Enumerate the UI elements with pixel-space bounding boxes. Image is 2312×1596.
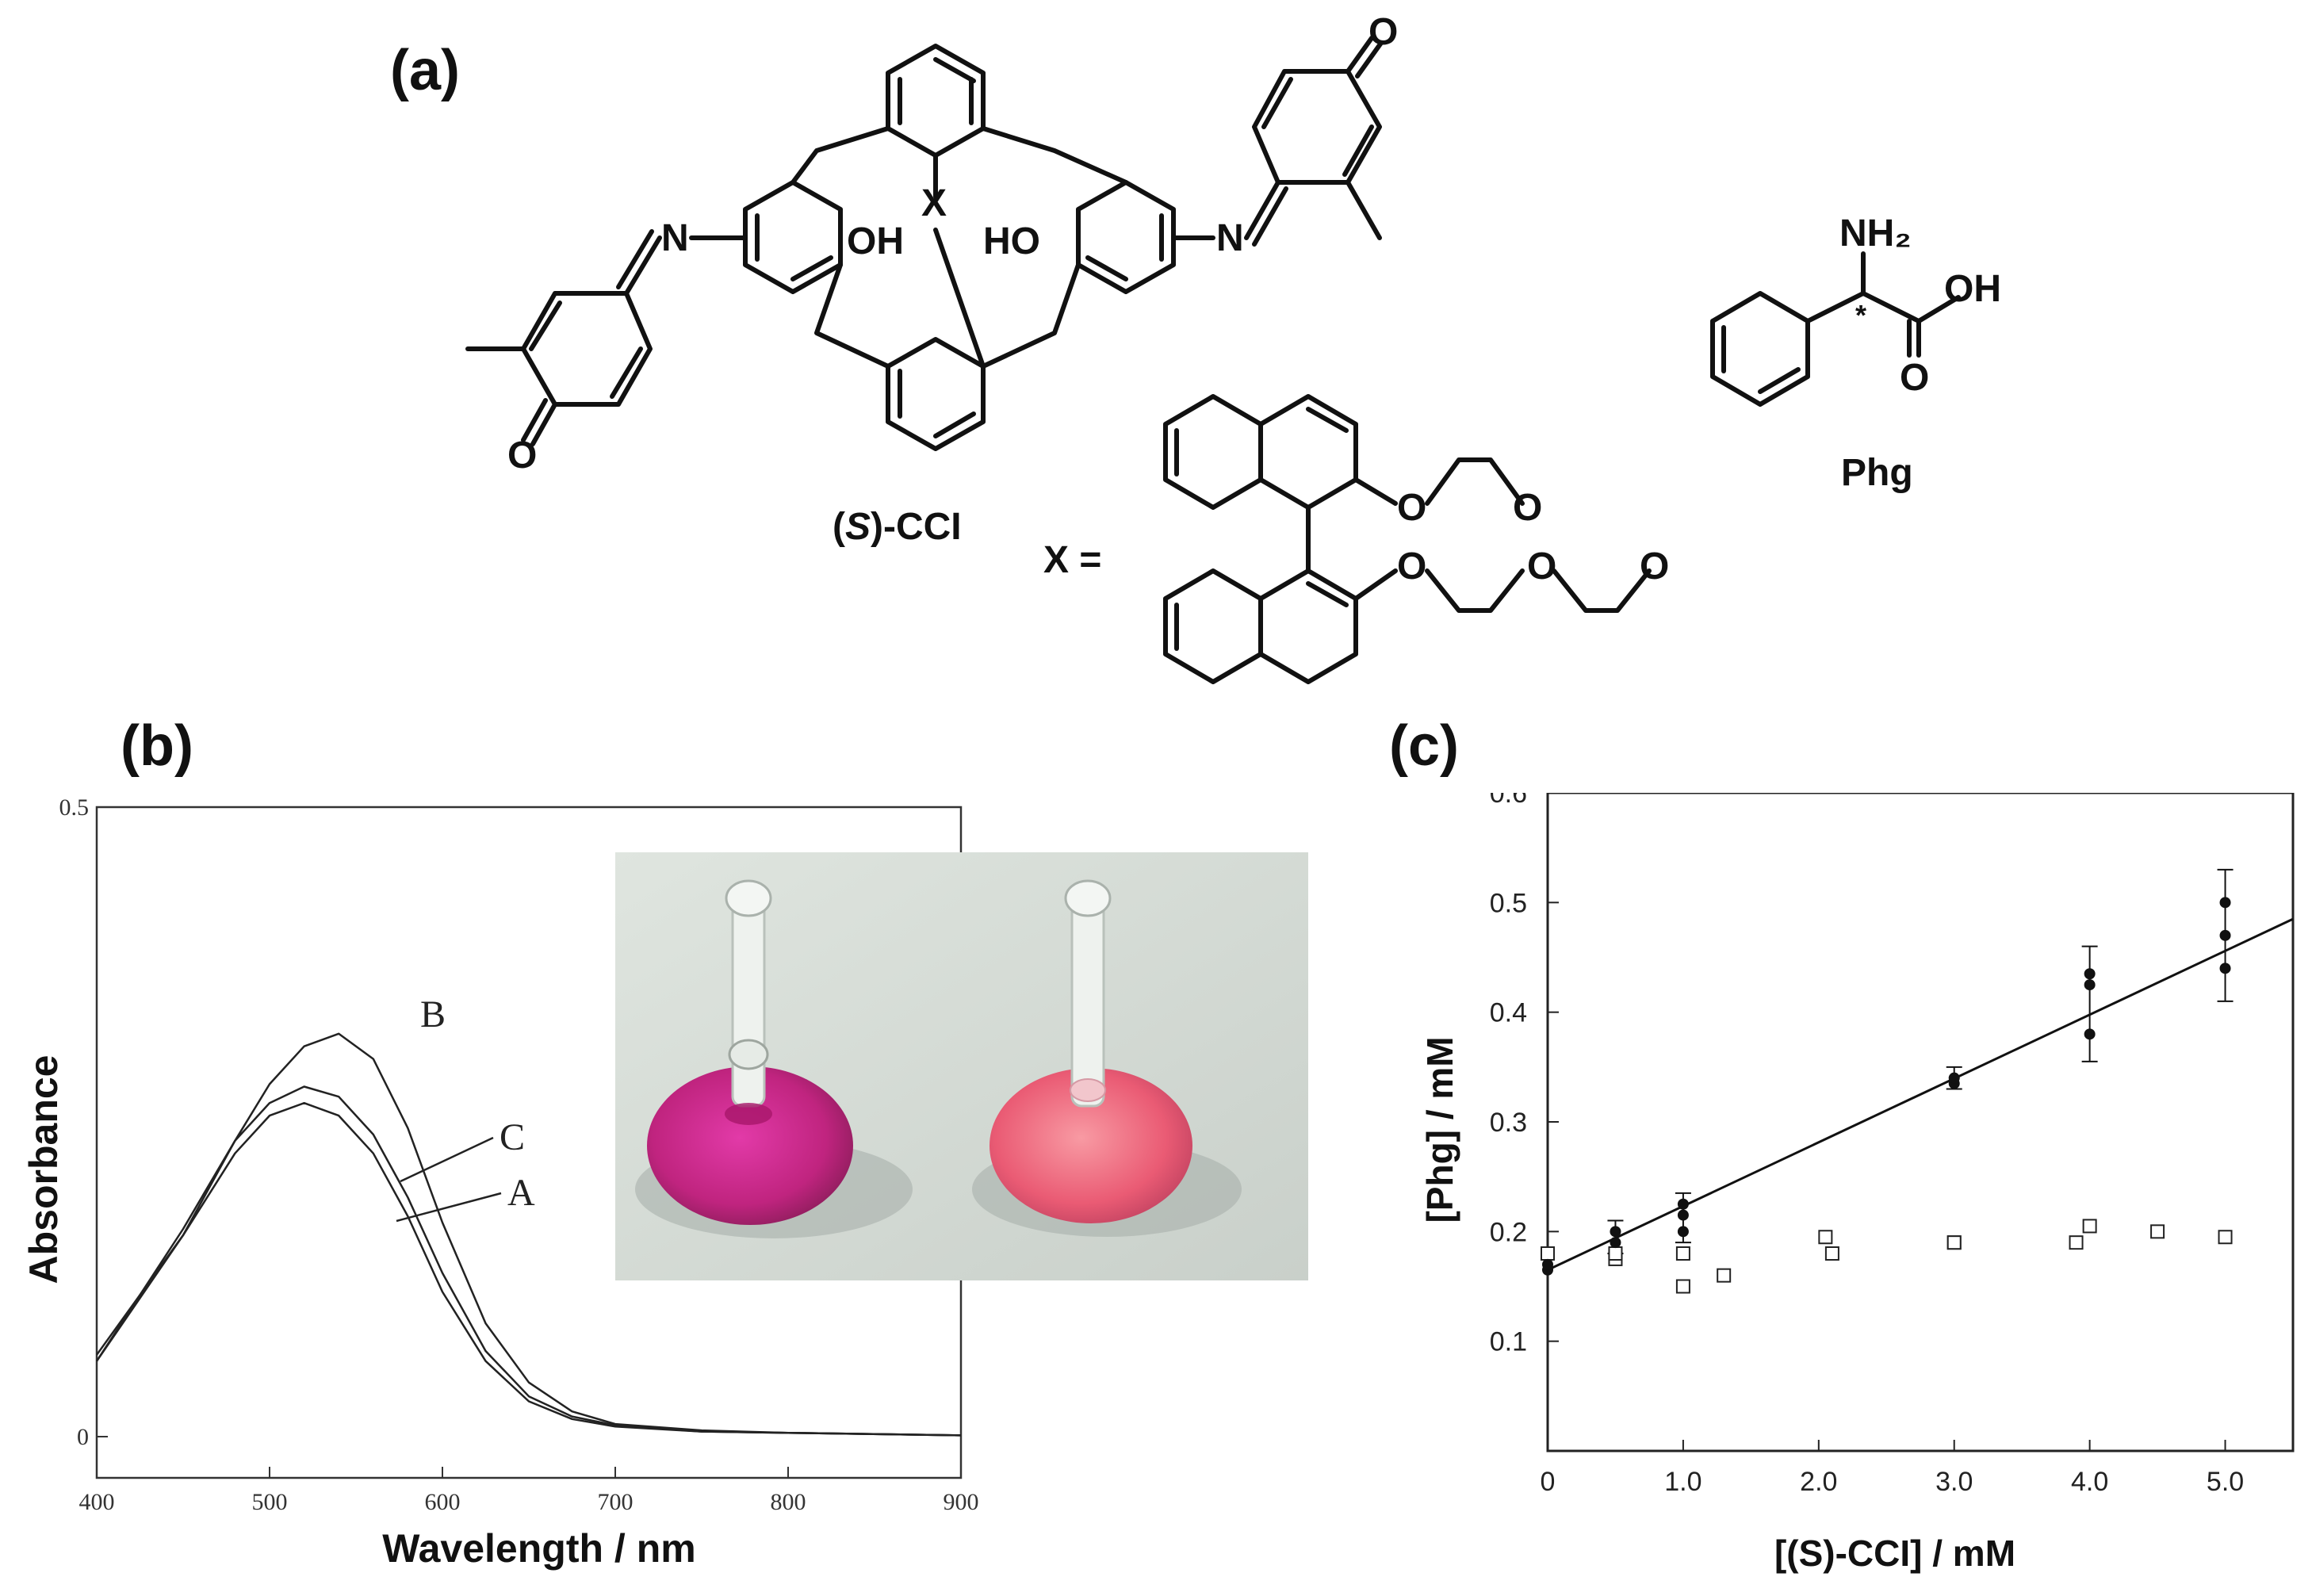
data-point-filled bbox=[1610, 1226, 1621, 1238]
absorbance-y-axis-label: Absorbance bbox=[21, 1055, 66, 1284]
y-tick-label: 0.2 bbox=[1490, 1217, 1527, 1247]
cci-name: CCI bbox=[896, 506, 962, 548]
y-tick-label: 0.5 bbox=[1490, 888, 1527, 918]
right-phenol-ring bbox=[1076, 180, 1176, 294]
binaphthyl-lower-ring-b bbox=[1258, 568, 1358, 684]
data-point-open-square bbox=[1818, 1230, 1833, 1245]
scatter-y-axis-label: [Phg] / mM bbox=[1419, 1036, 1460, 1223]
phg-benzene-ring bbox=[1710, 291, 1810, 407]
data-point-filled bbox=[2084, 968, 2096, 980]
x-tick-label: 0 bbox=[1541, 1467, 1556, 1497]
n-right-label: N bbox=[1216, 217, 1244, 259]
oh-right-label: HO bbox=[983, 220, 1040, 262]
data-point-open-square bbox=[2082, 1219, 2097, 1234]
leader-line-C bbox=[400, 1136, 494, 1183]
panel-c-label: (c) bbox=[1389, 714, 1459, 778]
data-point-open-square bbox=[1946, 1235, 1962, 1250]
phg-o-label: O bbox=[1900, 357, 1929, 399]
panel-a-structures: X OH HO N N O O O O O O O X = NH₂ OH O *… bbox=[465, 11, 2001, 684]
data-point-filled bbox=[1677, 1209, 1689, 1221]
flask-photo-inset bbox=[615, 852, 1308, 1280]
x-tick-label: 5.0 bbox=[2207, 1467, 2244, 1497]
phg-scatter-chart: [Phg] / mM [(S)-CCI] / mM 0 1.0 2.0 3.0 4.0 5… bbox=[1419, 793, 2295, 1574]
phg-oh-label: OH bbox=[1944, 268, 2001, 310]
cci-compound-label: (S)-CCI bbox=[833, 506, 962, 548]
x-tick-label: 4.0 bbox=[2071, 1467, 2108, 1497]
data-point-filled bbox=[1610, 1237, 1621, 1249]
data-point-open-square bbox=[1608, 1246, 1623, 1261]
y-tick-label: 0.4 bbox=[1490, 998, 1527, 1028]
crown-o-4: O bbox=[1527, 545, 1556, 587]
leader-line-A bbox=[396, 1192, 502, 1223]
data-point-filled bbox=[1677, 1226, 1689, 1238]
binaphthyl-lower-ring-a bbox=[1163, 568, 1263, 684]
x-tick-label: 3.0 bbox=[1935, 1467, 1973, 1497]
data-point-open-square bbox=[2069, 1235, 2084, 1250]
x-tick-label: 1.0 bbox=[1664, 1467, 1701, 1497]
panel-a-label: (a) bbox=[390, 39, 460, 102]
spectrum-label-C: C bbox=[500, 1116, 525, 1158]
x-tick-label: 700 bbox=[598, 1489, 634, 1515]
chiral-star: * bbox=[1855, 299, 1866, 331]
x-tick-label: 2.0 bbox=[1800, 1467, 1837, 1497]
flask-right bbox=[972, 879, 1242, 1237]
data-point-filled bbox=[2219, 929, 2231, 941]
y-tick-label: 0.5 bbox=[59, 794, 90, 821]
y-tick-label: 0.6 bbox=[1490, 793, 1527, 809]
left-quinone-ring bbox=[521, 291, 653, 407]
phg-compound-label: Phg bbox=[1841, 452, 1913, 494]
y-tick-label: 0.3 bbox=[1490, 1108, 1527, 1138]
o-left-label: O bbox=[507, 434, 537, 477]
data-point-open-square bbox=[2150, 1224, 2165, 1239]
data-point-filled bbox=[1948, 1072, 1960, 1084]
data-point-open-square bbox=[1675, 1246, 1690, 1261]
spectrum-line-C bbox=[95, 1085, 962, 1437]
x-tick-label: 600 bbox=[425, 1489, 461, 1515]
right-quinone-ring bbox=[1252, 69, 1382, 185]
data-point-filled bbox=[1542, 1258, 1553, 1270]
cci-stereo: S bbox=[845, 506, 871, 548]
absorbance-x-axis-label: Wavelength / nm bbox=[382, 1526, 695, 1571]
data-point-filled bbox=[2084, 1028, 2096, 1040]
spectrum-label-A: A bbox=[507, 1172, 535, 1214]
data-point-open-square bbox=[1541, 1246, 1555, 1261]
y-tick-label: 0 bbox=[77, 1424, 89, 1450]
absorbance-chart: Absorbance Wavelength / nm 400 500 600 700 8… bbox=[21, 794, 979, 1571]
x-tick-label: 800 bbox=[771, 1489, 806, 1515]
crown-o-5: O bbox=[1640, 545, 1669, 587]
x-tick-label: 400 bbox=[79, 1489, 115, 1515]
x-tick-label: 500 bbox=[252, 1489, 288, 1515]
crown-o-2: O bbox=[1513, 487, 1542, 529]
x-tick-label: 900 bbox=[944, 1489, 979, 1515]
crown-o-3: O bbox=[1397, 545, 1426, 587]
spectrum-line-B bbox=[95, 1032, 962, 1437]
left-phenol-ring bbox=[743, 180, 843, 294]
data-point-filled bbox=[2219, 897, 2231, 909]
scatter-plot-frame bbox=[1546, 793, 2295, 1452]
data-point-open-square bbox=[1675, 1279, 1690, 1294]
y-tick-label: 0.1 bbox=[1490, 1327, 1527, 1357]
panel-b-label: (b) bbox=[121, 714, 193, 778]
n-left-label: N bbox=[661, 217, 689, 259]
data-point-filled bbox=[2084, 979, 2096, 991]
data-point-filled bbox=[1677, 1198, 1689, 1210]
crown-o-1: O bbox=[1397, 487, 1426, 529]
binaphthyl-upper-ring-b bbox=[1258, 394, 1358, 510]
scatter-x-axis-label: [(S)-CCI] / mM bbox=[1774, 1533, 2015, 1574]
data-point-filled bbox=[2219, 963, 2231, 974]
spectrum-label-B: B bbox=[420, 993, 446, 1035]
o-right-label: O bbox=[1368, 11, 1398, 53]
fit-line bbox=[1547, 917, 2294, 1272]
flask-left bbox=[635, 879, 913, 1238]
data-point-open-square bbox=[1717, 1268, 1732, 1283]
x-equals-label: X = bbox=[1043, 539, 1101, 581]
oh-left-label: OH bbox=[847, 220, 904, 262]
x-atom-label: X bbox=[921, 182, 947, 224]
data-point-open-square bbox=[1824, 1246, 1839, 1261]
binaphthyl-upper-ring-a bbox=[1163, 394, 1263, 510]
nh2-label: NH₂ bbox=[1839, 212, 1912, 255]
data-point-open-square bbox=[2218, 1230, 2233, 1245]
